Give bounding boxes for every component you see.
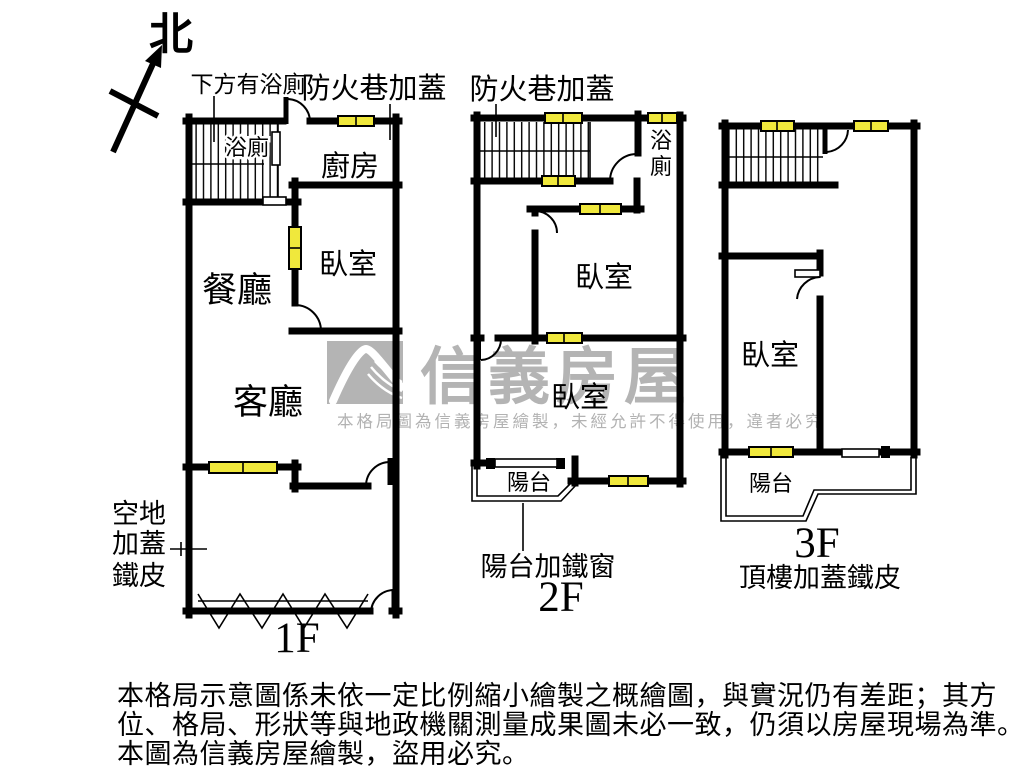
north-compass: 北 [108, 10, 193, 154]
door-1f-bath [271, 131, 281, 166]
stairs-2f-lines [480, 122, 591, 178]
watermark-brand: 信義房屋 [420, 343, 692, 412]
door-arc-1f-back [370, 589, 395, 614]
door-leaf-3f-bedroom [794, 269, 821, 278]
label-openland-1: 空地 [112, 499, 166, 529]
label-openland-3: 鐵皮 [112, 561, 166, 591]
label-rooftop-iron: 頂樓加蓋鐵皮 [739, 563, 901, 593]
disclaimer-line2: 位、格局、形狀等與地政機關測量成果圖未必一致，仍須以房屋現場為準。 [117, 710, 1024, 740]
label-below-bath: 下方有浴廁 [191, 71, 306, 97]
metal-zigzag-1f [197, 592, 369, 630]
room-bath-2f-char2: 廁 [650, 154, 672, 179]
room-bath-1f: 浴廁 [225, 135, 269, 160]
room-living-1f: 客廳 [233, 383, 303, 422]
balcony-post-2f-left [486, 458, 495, 469]
label-firelane-1f: 防火巷加蓋 [301, 72, 446, 105]
door-arc-1f-mid [365, 461, 391, 487]
label-firelane-2f: 防火巷加蓋 [469, 73, 614, 106]
door-arc-2f-bath [609, 153, 638, 182]
watermark-notice: 本格局圖為信義房屋繪製，未經允許不得使用，違者必究 [337, 412, 825, 431]
disclaimer: 本格局示意圖係未依一定比例縮小繪製之概繪圖，與實況仍有差距；其方 位、格局、形狀… [117, 681, 1024, 768]
disclaimer-line3: 本圖為信義房屋繪製，盜用必究。 [117, 739, 530, 768]
room-kitchen-1f: 廚房 [321, 150, 379, 183]
watermark: 信義房屋 本格局圖為信義房屋繪製，未經允許不得使用，違者必究 [327, 341, 825, 431]
walls-3f [718, 119, 921, 459]
leader-openland [170, 542, 207, 556]
room-bedroom-lower-2f: 臥室 [551, 381, 609, 414]
door-arc-1f-bedroom [294, 304, 322, 332]
balcony-outline-2f [471, 466, 579, 502]
annotations: 下方有浴廁 防火巷加蓋 防火巷加蓋 空地 加蓋 鐵皮 陽台加鐵窗 頂樓加蓋鐵皮 [112, 71, 901, 593]
door-arc-1f-entry [287, 98, 312, 123]
stairs-1f [192, 124, 278, 199]
room-balcony-3f: 陽台 [749, 471, 793, 496]
room-dining-1f: 餐廳 [202, 271, 272, 310]
door-arc-2f-bedroom-lower [480, 338, 503, 361]
room-bedroom-3f: 臥室 [741, 339, 799, 372]
door-arc-3f-stair [826, 129, 849, 153]
sinyi-logo-icon [327, 341, 405, 405]
room-bedroom-upper-2f: 臥室 [575, 261, 633, 294]
door-1f-stair [262, 196, 287, 206]
room-balcony-2f: 陽台 [507, 470, 551, 495]
floor-labels: 1F 2F 3F [274, 520, 839, 662]
door-arc-3f-bedroom [796, 276, 821, 300]
north-arrow-head [145, 45, 162, 68]
balcony-post-2f-right [556, 458, 565, 469]
disclaimer-line1: 本格局示意圖係未依一定比例縮小繪製之概繪圖，與實況仍有差距；其方 [117, 681, 997, 711]
balcony-outline-3f [720, 455, 917, 522]
stairs-2f [480, 122, 590, 178]
label-balcony-iron: 陽台加鐵窗 [481, 552, 616, 582]
floor-label-1f: 1F [274, 615, 319, 662]
floor-plan-2f [470, 110, 687, 502]
balcony-door-2f [494, 458, 558, 468]
room-bedroom-1f: 臥室 [319, 248, 377, 281]
room-bath-2f-char1: 浴 [650, 128, 672, 153]
floor-label-3f: 3F [794, 520, 839, 567]
label-openland-2: 加蓋 [112, 529, 166, 559]
balcony-post-3f [881, 446, 890, 458]
door-arc-2f-bedroom-upper [534, 210, 558, 234]
floor-plan-3f [718, 119, 921, 522]
north-cross-line [108, 88, 160, 119]
window-3f-balcony [841, 448, 880, 458]
room-labels: 浴廁 廚房 臥室 餐廳 客廳 浴 廁 臥室 臥室 陽台 臥室 陽台 [202, 126, 799, 497]
floor-plan-1f [182, 97, 403, 630]
floor-label-2f: 2F [538, 574, 583, 621]
